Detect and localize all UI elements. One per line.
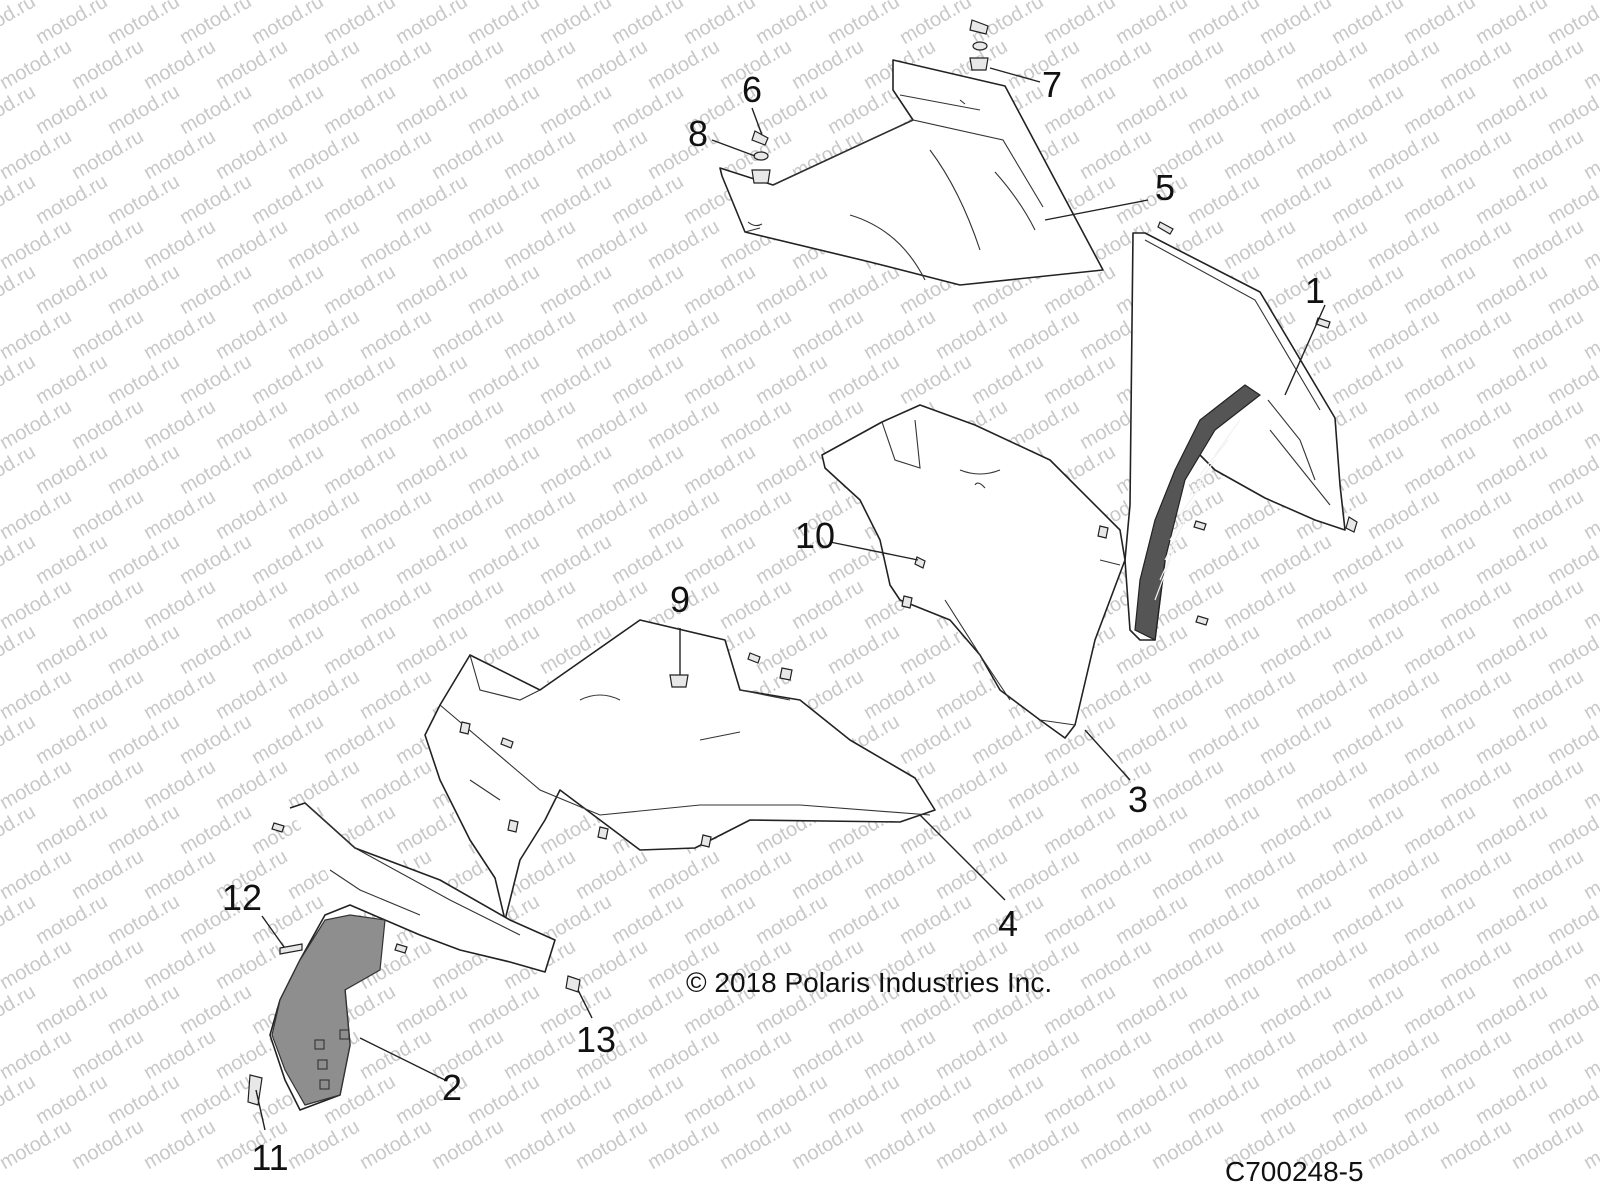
screw	[1193, 520, 1207, 531]
grommet	[751, 169, 771, 184]
callout-12: 12	[222, 877, 262, 918]
callout-7: 7	[1042, 64, 1062, 105]
callout-13: 13	[576, 1019, 616, 1060]
grommet	[669, 674, 689, 688]
callout-3: 3	[1128, 779, 1148, 820]
leader-13	[577, 989, 593, 1019]
callout-1: 1	[1305, 270, 1325, 311]
screw	[1157, 221, 1174, 235]
screw	[247, 1074, 263, 1106]
leader-4	[919, 814, 1006, 901]
callout-4: 4	[998, 903, 1018, 944]
screw	[279, 943, 303, 955]
clip	[597, 826, 609, 840]
figure-id: C700248-5	[1225, 1156, 1364, 1187]
leader-1	[1284, 304, 1326, 396]
callout-5: 5	[1155, 167, 1175, 208]
hood-panel	[719, 59, 1104, 286]
copyright-notice: © 2018 Polaris Industries Inc.	[686, 967, 1052, 998]
left-fender-panel	[269, 802, 556, 1111]
callout-8: 8	[688, 113, 708, 154]
clip	[507, 819, 519, 833]
callout-labels: 1 2 3 4 5 6 7 8 9 10 11 12 13	[222, 64, 1325, 1178]
hardware-group	[247, 19, 1358, 1106]
right-side-panel	[821, 404, 1126, 739]
clip	[1097, 525, 1109, 539]
leader-10	[829, 541, 919, 561]
leader-7	[989, 67, 1041, 83]
leader-11	[255, 1089, 266, 1131]
screw	[271, 822, 285, 833]
washer	[972, 41, 988, 51]
clip	[901, 595, 913, 609]
leader-6	[751, 107, 763, 136]
grommet	[969, 57, 989, 71]
push-rivet	[751, 130, 769, 146]
clip	[1345, 516, 1358, 533]
callout-10: 10	[795, 515, 835, 556]
leader-5	[1044, 199, 1149, 221]
screw	[1315, 317, 1331, 329]
leader-3	[1084, 729, 1131, 781]
callout-9: 9	[670, 579, 690, 620]
screw	[747, 652, 761, 664]
clip	[700, 834, 712, 848]
screw	[1195, 615, 1209, 626]
screw	[500, 737, 514, 749]
washer	[753, 151, 769, 161]
callout-6: 6	[742, 69, 762, 110]
leader-12	[261, 915, 285, 948]
leader-2	[359, 1037, 446, 1081]
callout-11: 11	[251, 1137, 288, 1178]
screw	[394, 943, 408, 954]
left-side-panel	[424, 619, 936, 921]
leader-8	[711, 139, 756, 157]
clip	[565, 975, 581, 993]
push-rivet	[969, 19, 989, 35]
callout-2: 2	[442, 1067, 462, 1108]
right-fender-panel	[1124, 232, 1346, 641]
leader-lines	[255, 67, 1326, 1131]
clip	[459, 721, 471, 735]
clip	[779, 667, 793, 681]
